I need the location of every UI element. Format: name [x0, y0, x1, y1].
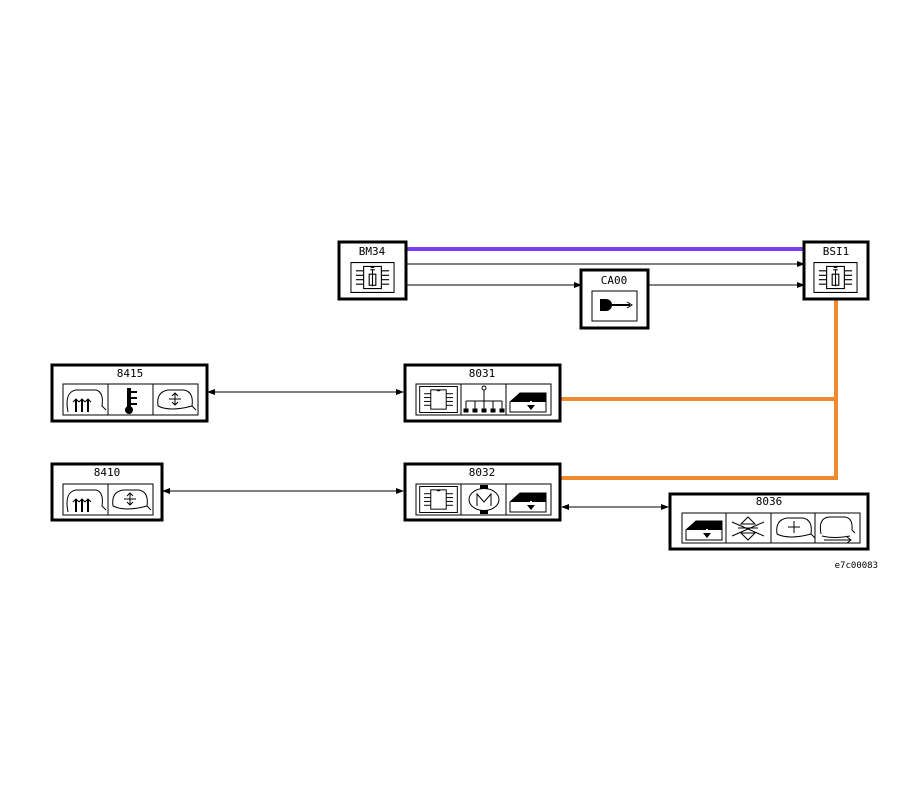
motor-icon	[468, 485, 500, 514]
module-label: 8410	[94, 466, 121, 479]
side-window-icon	[819, 516, 856, 544]
air-inlet-flap-icon	[685, 520, 723, 541]
air-inlet-flap-icon	[509, 492, 547, 513]
distribution-icon	[463, 385, 505, 413]
module-label: 8032	[469, 466, 496, 479]
windscreen-air-icon	[776, 517, 816, 539]
module-bm34[interactable]: BM34	[337, 240, 408, 301]
module-bsi1[interactable]: BSI1	[802, 240, 870, 301]
air-inlet-flap-icon	[509, 392, 547, 413]
ecu-chip-icon	[419, 486, 458, 513]
module-8410[interactable]: 8410	[50, 462, 164, 522]
module-label: 8415	[117, 367, 144, 380]
ecu-chip-icon	[351, 263, 394, 293]
module-ca00[interactable]: CA00	[579, 268, 650, 330]
module-label: 8036	[756, 495, 783, 508]
module-label: CA00	[601, 274, 628, 287]
module-8031[interactable]: 8031	[403, 363, 562, 423]
thermometer-icon	[125, 388, 137, 414]
rear-demist-icon	[66, 489, 107, 513]
ecu-chip-icon	[419, 386, 458, 413]
reference-code: e7c00083	[835, 561, 878, 571]
module-8032[interactable]: 8032	[403, 462, 562, 522]
module-8036[interactable]: 8036	[668, 492, 870, 551]
module-8415[interactable]: 8415	[50, 363, 209, 423]
ignition-key-icon	[591, 290, 638, 322]
windscreen-air-icon	[112, 489, 152, 511]
module-label: BM34	[359, 245, 386, 258]
module-label: 8031	[469, 367, 496, 380]
windscreen-air-icon	[157, 389, 197, 411]
module-label: BSI1	[823, 245, 850, 258]
can-bus-line	[560, 300, 838, 480]
airflow-distribution-icon	[731, 516, 765, 541]
rear-demist-icon	[66, 389, 107, 413]
ecu-chip-icon	[814, 263, 857, 293]
